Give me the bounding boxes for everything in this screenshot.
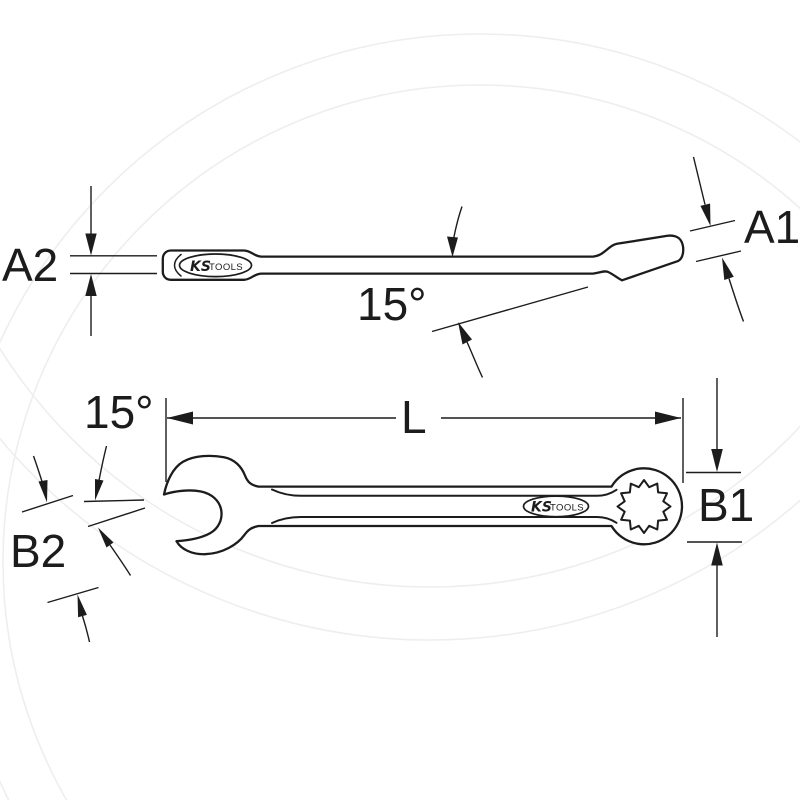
b2-arrow-stem-upper — [32, 455, 43, 482]
logo-tools-text: TOOLS — [550, 502, 584, 513]
b2-extension-tick-upper — [21, 494, 74, 513]
logo-oval — [178, 253, 253, 278]
logo-paren-curve — [173, 253, 182, 277]
front-angle-slanted-line — [87, 507, 146, 528]
b2-label: B2 — [10, 525, 66, 577]
l-arrow-right — [655, 411, 681, 425]
watermark-arc — [0, 437, 800, 641]
watermark-arc — [0, 33, 800, 800]
shank-bevel-line-bottom — [271, 516, 618, 524]
a1-extension-tick-lower — [695, 250, 742, 263]
side-wrench-outline — [161, 234, 685, 282]
angle-arrow-to-shank — [447, 236, 458, 257]
angle-arrow-stem — [466, 341, 484, 378]
side-view: KS TOOLS A2 15° — [2, 156, 800, 378]
side-angle-15: 15° — [357, 206, 589, 378]
l-label: L — [401, 391, 427, 443]
a1-dim-line-upper — [692, 156, 706, 205]
ks-tools-logo-side: KS TOOLS — [173, 253, 253, 278]
a1-arrow-down — [700, 203, 711, 226]
a1-dim-line-lower — [728, 278, 745, 322]
a1-extension-tick-upper — [689, 219, 736, 232]
b1-arrow-up — [711, 542, 723, 566]
front-angle-arrow-stem-upper — [98, 445, 108, 481]
dim-b1: B1 — [686, 378, 754, 637]
dim-b2: B2 — [10, 455, 99, 643]
b2-arrow-stem-lower — [81, 615, 91, 643]
b2-arrow-up — [77, 594, 87, 618]
shank-bevel-line-top — [271, 488, 618, 497]
front-angle-arrow-stem-lower — [109, 544, 132, 576]
b2-arrow-down — [38, 480, 48, 503]
front-angle-label: 15° — [84, 386, 154, 438]
ks-tools-logo-front: KS TOOLS — [522, 495, 590, 518]
front-angle-arrow-down — [95, 479, 104, 501]
front-angle-arrow-up — [98, 527, 114, 548]
a1-label: A1 — [744, 201, 800, 253]
dim-l: L — [165, 391, 684, 483]
watermark-arc — [0, 346, 800, 588]
dim-a2: A2 — [2, 186, 157, 336]
logo-oval — [522, 495, 590, 518]
logo-ks-text: KS — [190, 259, 211, 275]
side-angle-label: 15° — [357, 278, 427, 330]
logo-ks-text: KS — [531, 500, 552, 516]
front-view: KS TOOLS L B1 — [10, 378, 754, 643]
front-wrench-outline — [162, 454, 684, 556]
dim-a1: A1 — [689, 156, 800, 322]
angle-leader-stem — [452, 206, 463, 240]
front-angle-15: 15° — [83, 386, 154, 576]
a2-arrow-up — [85, 274, 97, 296]
b1-label: B1 — [698, 479, 754, 531]
logo-tools-text: TOOLS — [209, 262, 243, 273]
angle-reference-line — [431, 286, 589, 333]
l-arrow-left — [167, 411, 193, 425]
b2-extension-tick-lower — [47, 586, 99, 604]
a1-arrow-up — [722, 257, 734, 280]
a2-arrow-down — [85, 233, 97, 256]
angle-arrow-to-reference — [458, 322, 472, 345]
b1-arrow-down — [711, 449, 723, 472]
watermark-arc — [2, 84, 800, 800]
a2-label: A2 — [2, 239, 58, 291]
ring-12-point-profile — [616, 479, 672, 534]
front-angle-reference-line — [83, 499, 145, 503]
